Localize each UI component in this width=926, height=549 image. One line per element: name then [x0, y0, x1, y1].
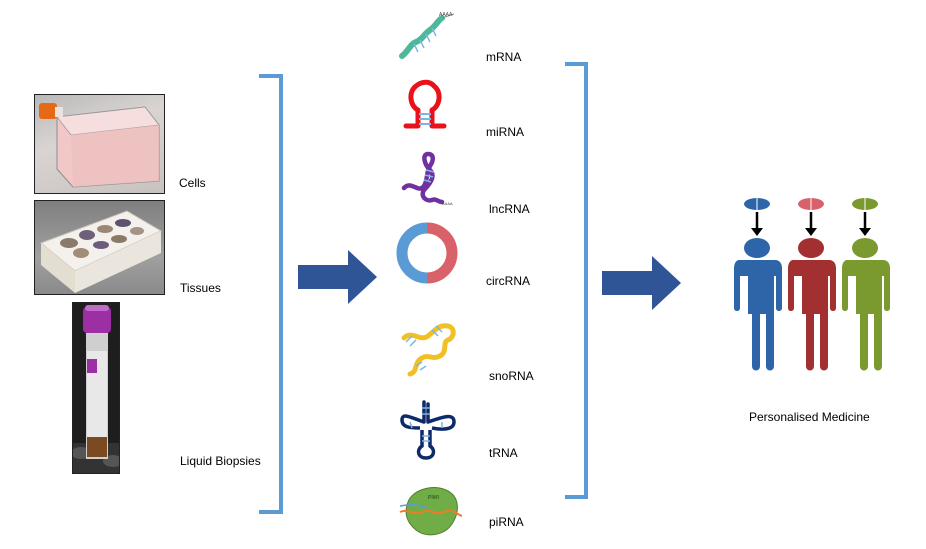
tissue-samples-photo — [34, 200, 165, 295]
rna-label-trna: tRNA — [489, 446, 518, 460]
rna-label-circrna: circRNA — [486, 274, 530, 288]
mrna-polya-tag: AAAA — [439, 12, 453, 18]
rna-label-snorna: snoRNA — [489, 369, 534, 383]
trna-cloverleaf-icon — [400, 400, 456, 460]
pirna-piwi-icon: PIWI — [399, 487, 463, 536]
mirna-hairpin-icon — [403, 79, 447, 129]
pirna-piwi-tag: PIWI — [428, 495, 439, 501]
mrna-icon: AAAA — [399, 12, 455, 59]
lncrna-icon: AAAA — [401, 151, 453, 206]
rna-label-mirna: miRNA — [486, 125, 524, 139]
cell-culture-flask-photo — [34, 94, 165, 194]
source-label-tissues: Tissues — [180, 281, 221, 295]
rna-label-pirna: piRNA — [489, 515, 524, 529]
source-label-cells: Cells — [179, 176, 206, 190]
arrow-right-icon — [298, 250, 377, 304]
snorna-icon — [401, 323, 456, 377]
circrna-ring-icon — [396, 222, 458, 284]
person-blue-icon — [734, 198, 782, 371]
blood-tube-photo — [72, 302, 120, 474]
rna-label-mrna: mRNA — [486, 50, 522, 64]
person-red-icon — [788, 198, 836, 371]
rna-label-lncrna: lncRNA — [489, 202, 530, 216]
person-green-icon — [842, 198, 890, 371]
lncrna-polya-tag: AAAA — [442, 201, 453, 206]
arrow-right-icon — [602, 256, 681, 310]
source-label-liquid-biopsies: Liquid Biopsies — [180, 454, 261, 468]
outcome-label: Personalised Medicine — [749, 410, 870, 424]
